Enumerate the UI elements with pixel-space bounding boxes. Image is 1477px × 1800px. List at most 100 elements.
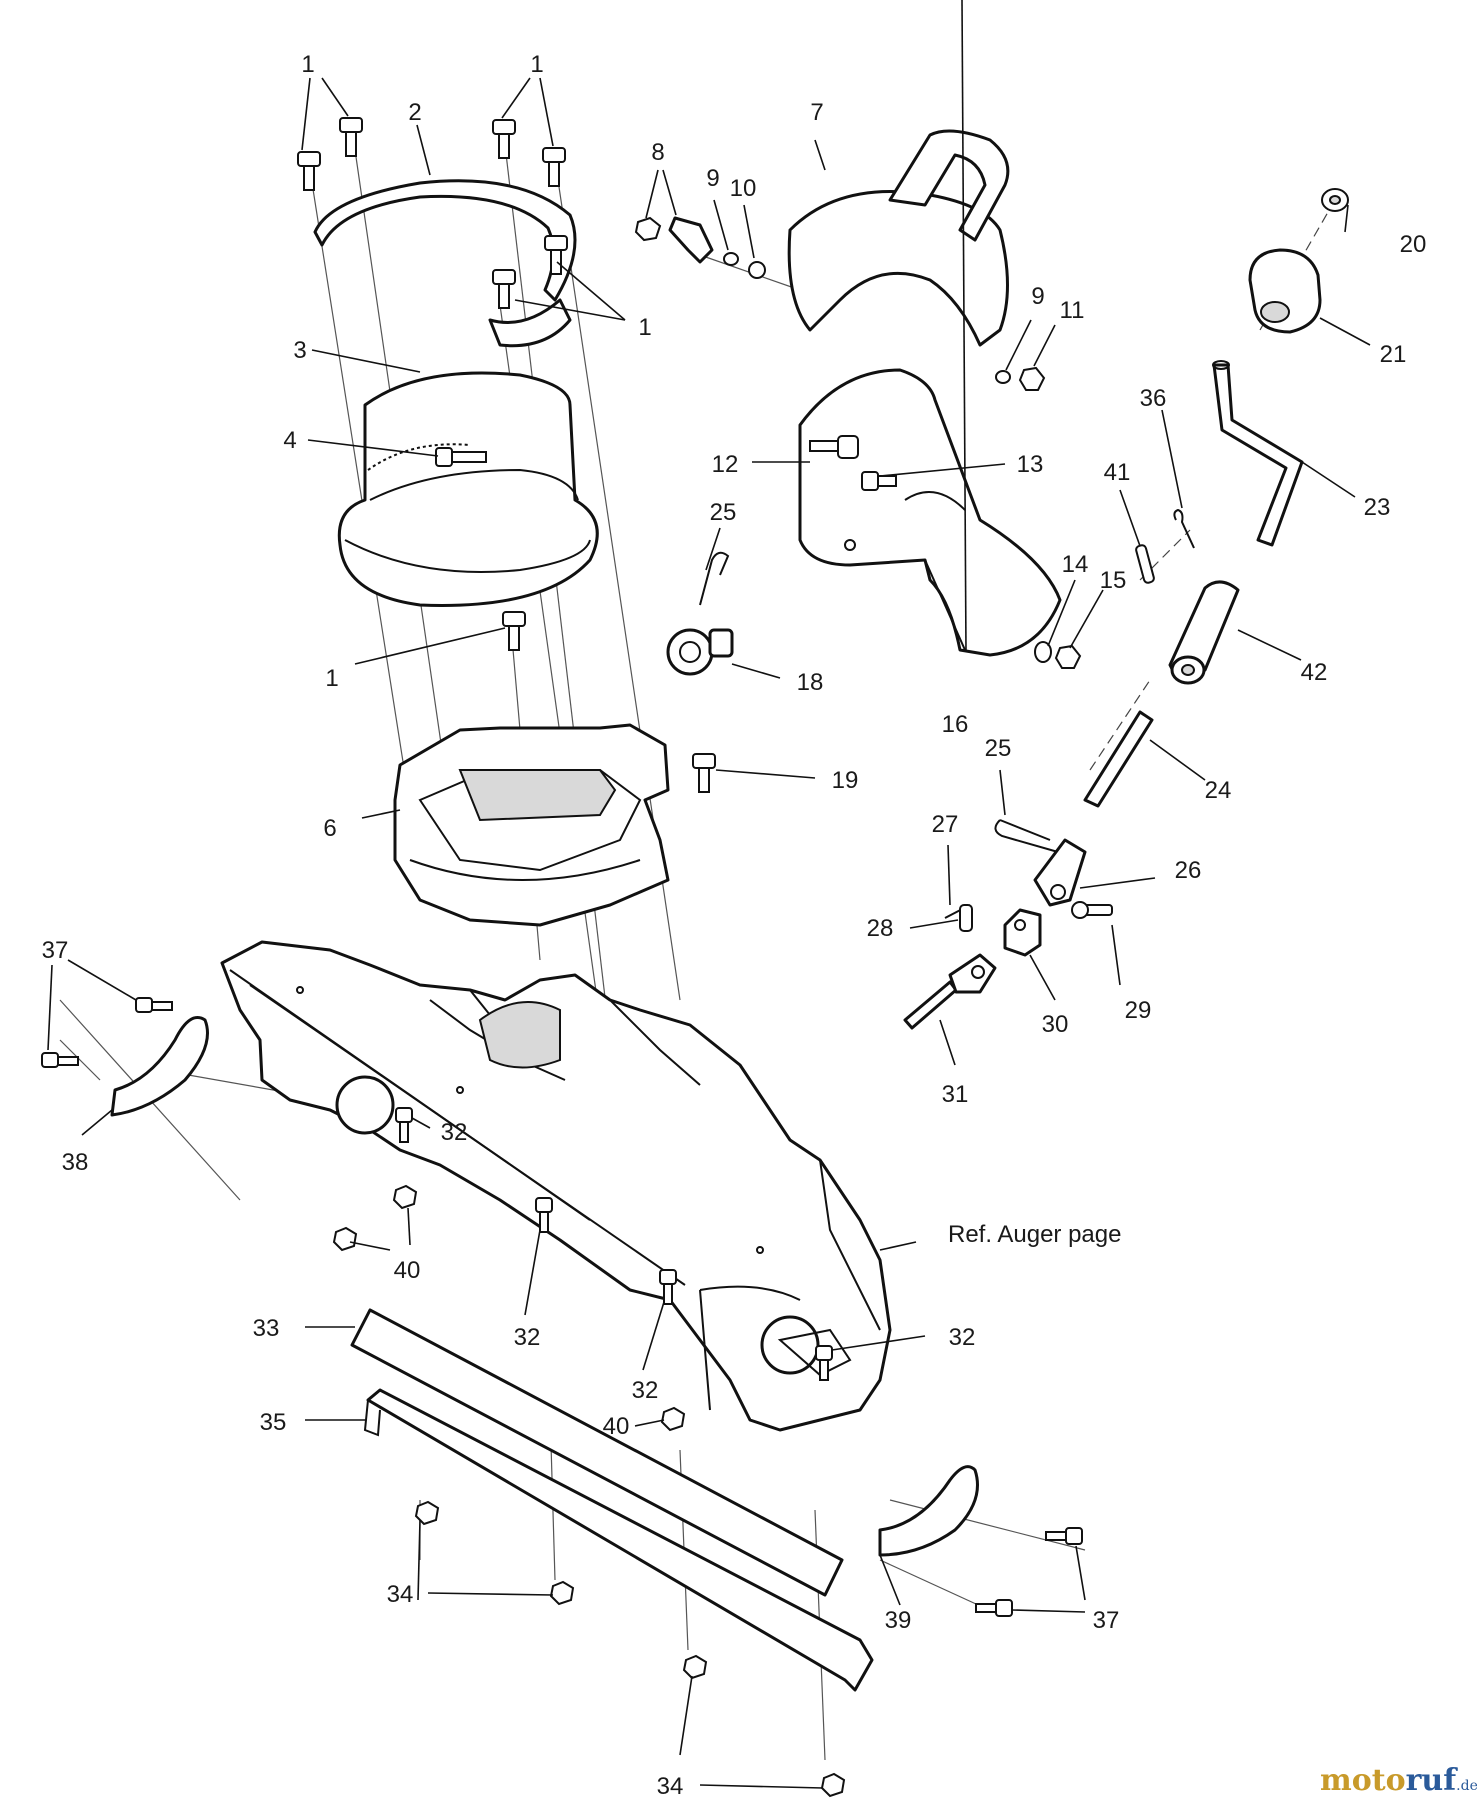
part-37-bolt-icon xyxy=(135,997,173,1013)
part-32-bolt-icon xyxy=(815,1345,833,1381)
part-34-nut-icon xyxy=(682,1654,708,1680)
part-23-crank-rod xyxy=(1212,360,1304,547)
label-part-18: 18 xyxy=(797,669,824,696)
label-part-16: 16 xyxy=(942,711,969,738)
part-4-chute-gear-bolt xyxy=(435,447,487,467)
label-part-3: 3 xyxy=(293,337,306,364)
label-part-34: 34 xyxy=(657,1773,684,1800)
label-part-39: 39 xyxy=(885,1607,912,1634)
label-part-26: 26 xyxy=(1175,857,1202,884)
label-part-2: 2 xyxy=(408,99,421,126)
housing-hardware xyxy=(41,997,1083,1798)
label-part-41: 41 xyxy=(1104,459,1131,486)
part-20-cap xyxy=(1321,188,1349,212)
label-part-35: 35 xyxy=(260,1409,287,1436)
label-part-34: 34 xyxy=(387,1581,414,1608)
bolt-icon xyxy=(542,147,566,187)
part-21-crank-knob xyxy=(1248,248,1322,334)
label-part-14: 14 xyxy=(1062,551,1089,578)
svg-text:motoruf.de: motoruf.de xyxy=(1320,1763,1477,1798)
part-37-bolt-icon xyxy=(975,1599,1013,1617)
label-part-13: 13 xyxy=(1017,451,1044,478)
label-part-40: 40 xyxy=(394,1257,421,1284)
part-34-nut-icon xyxy=(414,1500,440,1526)
label-part-37: 37 xyxy=(1093,1607,1120,1634)
label-part-1: 1 xyxy=(301,51,314,78)
bolt-icon xyxy=(692,753,716,793)
label-part-12: 12 xyxy=(712,451,739,478)
bolts-top xyxy=(297,117,716,793)
part-28-pin xyxy=(959,904,973,932)
main-auger-housing xyxy=(220,940,892,1432)
label-part-30: 30 xyxy=(1042,1011,1069,1038)
label-part-8: 8 xyxy=(651,139,664,166)
label-part-40: 40 xyxy=(603,1413,630,1440)
label-part-1: 1 xyxy=(530,51,543,78)
part-32-bolt-icon xyxy=(395,1107,413,1143)
bolt-icon xyxy=(297,151,321,191)
label-part-37: 37 xyxy=(42,937,69,964)
part-16-upper-chute xyxy=(798,368,1062,657)
part-24-shaft xyxy=(1083,710,1154,808)
bolt-icon xyxy=(492,269,516,309)
label-part-29: 29 xyxy=(1125,997,1152,1024)
part-32-bolt-icon xyxy=(659,1269,677,1305)
part-30-block xyxy=(1003,908,1042,957)
part-15-nut-icon xyxy=(1054,644,1082,669)
part-7-chute-deflector xyxy=(787,129,1010,347)
label-part-24: 24 xyxy=(1205,777,1232,804)
label-part-42: 42 xyxy=(1301,659,1328,686)
part-18-pinion-gear xyxy=(666,628,734,676)
label-part-6: 6 xyxy=(323,815,336,842)
label-part-33: 33 xyxy=(253,1315,280,1342)
label-part-1: 1 xyxy=(638,314,651,341)
part-2-flange-arc xyxy=(313,179,577,348)
part-40-nut-icon xyxy=(332,1226,358,1252)
bolt-icon xyxy=(502,611,526,651)
part-33-scraper-bar xyxy=(350,1308,844,1597)
part-8-nut xyxy=(634,216,662,242)
watermark-logo: motoruf.de xyxy=(1320,1763,1477,1798)
reference-note: Ref. Auger page xyxy=(948,1221,1121,1248)
label-part-32: 32 xyxy=(632,1377,659,1404)
label-part-27: 27 xyxy=(932,811,959,838)
label-part-7: 7 xyxy=(810,99,823,126)
label-part-21: 21 xyxy=(1380,341,1407,368)
label-part-25: 25 xyxy=(710,499,737,526)
label-part-32: 32 xyxy=(514,1324,541,1351)
label-part-32: 32 xyxy=(949,1324,976,1351)
label-part-20: 20 xyxy=(1400,231,1427,258)
label-part-15: 15 xyxy=(1100,567,1127,594)
part-35-shave-plate xyxy=(363,1388,874,1692)
part-25-hairpin-clip xyxy=(699,551,730,606)
part-40-nut-icon xyxy=(392,1184,418,1210)
small-hardware xyxy=(634,216,1082,669)
label-part-11: 11 xyxy=(1060,297,1085,324)
bolt-icon xyxy=(492,119,516,159)
bolt-icon xyxy=(544,235,568,275)
part-9-washer-icon xyxy=(723,252,739,266)
part-31-rod-end xyxy=(903,953,997,1030)
part-42-coupler-tube xyxy=(1168,580,1240,685)
label-part-31: 31 xyxy=(942,1081,969,1108)
part-34-nut-icon xyxy=(820,1772,846,1798)
label-part-32: 32 xyxy=(441,1119,468,1146)
part-3-chute-ring xyxy=(337,371,599,607)
part-38-skid-shoe xyxy=(110,1016,209,1117)
label-part-19: 19 xyxy=(832,767,859,794)
part-29-clevis-pin xyxy=(1071,901,1113,919)
label-part-1: 1 xyxy=(325,665,338,692)
part-12-bolt-icon xyxy=(809,435,859,459)
label-part-4: 4 xyxy=(283,427,296,454)
part-41-roll-pin xyxy=(1135,544,1155,584)
label-part-25: 25 xyxy=(985,735,1012,762)
label-part-9: 9 xyxy=(706,165,719,192)
part-40-nut-icon xyxy=(660,1406,686,1432)
label-part-9: 9 xyxy=(1031,283,1044,310)
part-37-bolt-icon xyxy=(41,1052,79,1068)
part-32-bolt-icon xyxy=(535,1197,553,1233)
part-11-nut-icon xyxy=(1018,366,1046,391)
part-37-bolt-icon xyxy=(1045,1527,1083,1545)
label-part-38: 38 xyxy=(62,1149,89,1176)
